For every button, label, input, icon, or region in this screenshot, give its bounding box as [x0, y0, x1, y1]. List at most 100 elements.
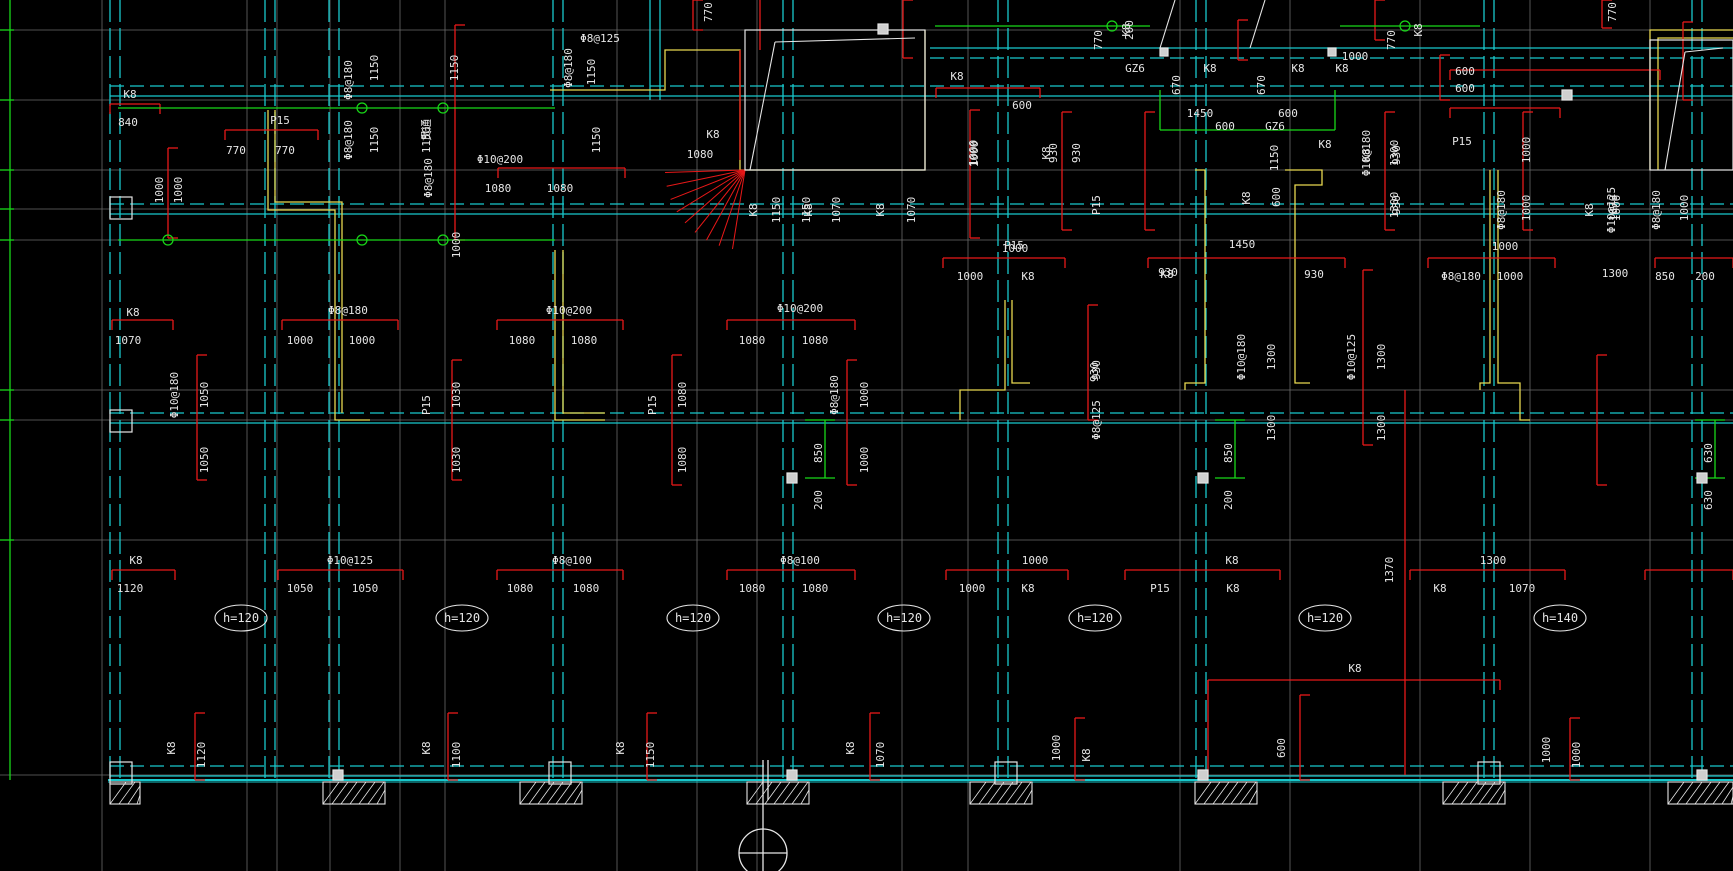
rebar-spec-label: 1150 — [368, 127, 381, 154]
rebar-spec-label: 1000 — [968, 141, 981, 168]
rebar-spec-label: 600 — [1275, 738, 1288, 758]
hatch-stroke — [773, 781, 791, 805]
rebar-spec-label: 1000 — [1520, 195, 1533, 222]
column-square — [786, 472, 798, 484]
hatch-stroke — [1703, 781, 1721, 805]
rebar-spec-label: 200 — [1222, 490, 1235, 510]
rebar-spec-label: 1000 — [1497, 270, 1524, 283]
slab-thickness-ellipse — [214, 604, 268, 632]
rebar-spec-label: 贯通 — [420, 119, 433, 141]
rebar-spec-label: 1080 — [547, 182, 574, 195]
hatch-stroke — [1451, 781, 1469, 805]
rebar-spec-label: 1000 — [1540, 737, 1553, 764]
hatch-stroke — [1460, 781, 1478, 805]
hatch-stroke — [755, 781, 773, 805]
rebar-spec-label: 200 — [1123, 20, 1136, 40]
rebar-spec-label: 1080 — [676, 447, 689, 474]
hatched-footing — [1194, 781, 1258, 805]
opening-diagonal — [749, 41, 776, 171]
hatch-stroke — [1023, 789, 1033, 805]
rebar-spec-label: K8 — [1021, 270, 1034, 283]
rebar-spec-label: 1300 — [1388, 140, 1401, 167]
rebar-spec-label: 1000 — [858, 447, 871, 474]
rebar-spec-label: Φ10@180 — [1235, 334, 1248, 380]
hatch-stroke — [519, 781, 537, 805]
slab-thickness-ellipse — [1533, 604, 1587, 632]
rebar-spec-label: P15 — [270, 114, 290, 127]
rebar-spec-label: 600 — [1012, 99, 1032, 112]
rebar-spec-label: 1000 — [959, 582, 986, 595]
hatch-stroke — [1694, 781, 1712, 805]
rebar-spec-label: K8 — [1080, 748, 1093, 761]
slab-thickness-ellipse — [877, 604, 931, 632]
shear-wall-outline — [1497, 170, 1530, 421]
rebar-spec-label: 1150 — [800, 197, 813, 224]
rebar-spec-label: 770 — [702, 2, 715, 22]
rebar-spec-label: 1080 — [739, 582, 766, 595]
rebar-spec-label: P15 — [1090, 195, 1103, 215]
rebar-spec-label: Φ10@180 — [1360, 130, 1373, 176]
rebar-spec-label: 1080 — [571, 334, 598, 347]
rebar-spec-label: 600 — [1278, 107, 1298, 120]
rebar-spec-label: K8 — [1412, 23, 1425, 36]
shear-wall-outline — [1184, 169, 1206, 390]
rebar-spec-label: Φ8@100 — [780, 554, 820, 567]
hatch-stroke — [1221, 781, 1239, 805]
rebar-spec-label: 1450 — [1187, 107, 1214, 120]
rebar-fan-line — [684, 169, 746, 224]
hatched-footing — [519, 781, 583, 805]
hatch-stroke — [322, 781, 340, 805]
rebar-spec-label: 850 — [1222, 443, 1235, 463]
rebar-spec-label: 1300 — [1480, 554, 1507, 567]
slab-thickness-label: h=140 — [1542, 611, 1578, 625]
rebar-spec-label: 1000 — [153, 177, 166, 204]
column-square — [548, 761, 572, 785]
rebar-spec-label: K8 — [747, 203, 760, 216]
rebar-spec-label: Φ10@125 — [1345, 334, 1358, 380]
rebar-spec-label: 1000 — [858, 382, 871, 409]
rebar-spec-label: 1000 — [349, 334, 376, 347]
rebar-spec-label: 930 — [1088, 362, 1101, 382]
rebar-spec-label: Φ10@125 — [1605, 187, 1618, 233]
rebar-spec-label: 770 — [1092, 30, 1105, 50]
rebar-spec-label: 200 — [812, 490, 825, 510]
rebar-spec-label: 1000 — [450, 232, 463, 259]
hatch-stroke — [109, 781, 127, 805]
rebar-spec-label: 850 — [812, 443, 825, 463]
rebar-spec-label: GZ6 — [1125, 62, 1145, 75]
rebar-spec-label: 600 — [1270, 187, 1283, 207]
rebar-spec-label: 930 — [1070, 143, 1083, 163]
hatch-stroke — [340, 781, 358, 805]
opening-diagonal — [1249, 0, 1266, 49]
dimension-node — [356, 234, 368, 246]
hatch-stroke — [987, 781, 1005, 805]
rebar-spec-label: 1070 — [905, 197, 918, 224]
rebar-spec-label: P15 — [420, 395, 433, 415]
column-square — [109, 761, 133, 785]
rebar-spec-label: Φ8@180 — [1650, 190, 1663, 230]
slab-thickness-label: h=120 — [1307, 611, 1343, 625]
rebar-spec-label: Φ8@100 — [552, 554, 592, 567]
rebar-spec-label: 770 — [275, 144, 295, 157]
rebar-spec-label: 1150 — [420, 127, 433, 154]
rebar-spec-label: 1000 — [1610, 195, 1623, 222]
rebar-fan-line — [666, 169, 746, 187]
rebar-spec-label: 1080 — [676, 382, 689, 409]
hatched-footing — [1442, 781, 1506, 805]
rebar-spec-label: 1050 — [198, 382, 211, 409]
rebar-spec-label: K8 — [420, 741, 433, 754]
hatch-stroke — [331, 781, 349, 805]
rebar-fan-line — [676, 169, 746, 213]
rebar-spec-label: 630 — [1702, 443, 1715, 463]
slab-thickness-ellipse — [435, 604, 489, 632]
hatch-stroke — [546, 781, 564, 805]
hatch-stroke — [969, 781, 987, 805]
opening-diagonal — [774, 37, 916, 43]
rebar-spec-label: 1000 — [1342, 50, 1369, 63]
rebar-spec-label: K8 — [614, 741, 627, 754]
shear-wall-outline — [562, 250, 605, 414]
wall-outlines — [108, 0, 1733, 783]
column-square — [786, 769, 798, 781]
rebar-spec-label: 1070 — [830, 197, 843, 224]
